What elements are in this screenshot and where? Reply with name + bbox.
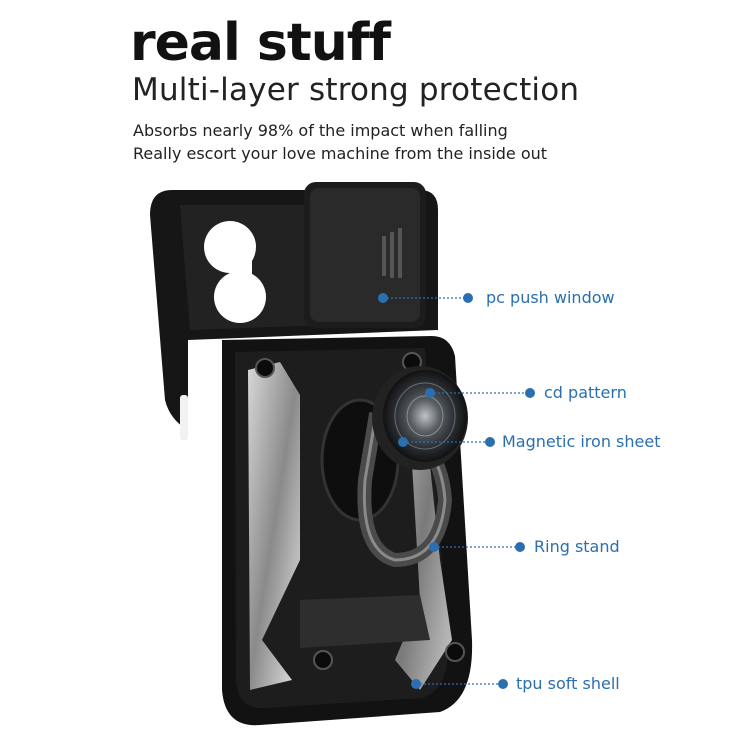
description-line-2: Really escort your love machine from the…	[133, 144, 548, 163]
callout-magnetic-iron-sheet: Magnetic iron sheet	[502, 432, 661, 451]
callout-pc-push-window: pc push window	[486, 288, 615, 307]
callout-dots	[378, 293, 535, 689]
callout-cd-pattern: cd pattern	[544, 383, 627, 402]
description-line-1: Absorbs nearly 98% of the impact when fa…	[133, 121, 508, 140]
headline: real stuff	[130, 13, 391, 73]
callout-tpu-soft-shell: tpu soft shell	[516, 674, 620, 693]
pc-push-window	[304, 182, 426, 328]
callout-lines	[383, 297, 530, 685]
camera-cutout-bottom	[214, 271, 266, 323]
subheadline: Multi-layer strong protection	[132, 72, 580, 108]
callout-ring-stand: Ring stand	[534, 537, 620, 556]
cd-pattern-disc	[383, 370, 467, 462]
